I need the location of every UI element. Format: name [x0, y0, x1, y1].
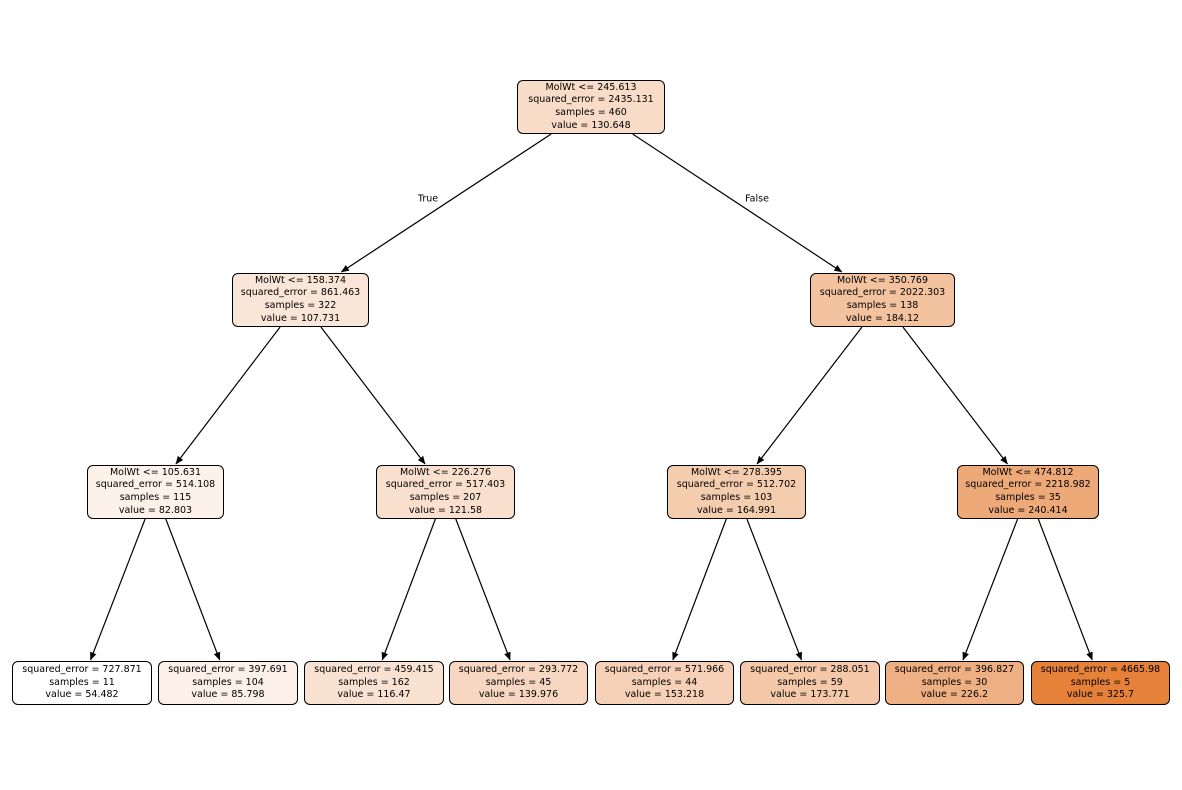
node-squared-error: squared_error = 571.966 [604, 664, 725, 676]
node-squared-error: squared_error = 397.691 [168, 664, 288, 676]
node-squared-error: squared_error = 293.772 [458, 664, 579, 676]
node-squared-error: squared_error = 459.415 [314, 664, 434, 676]
node-value: value = 139.976 [478, 689, 559, 701]
tree-node-right-left: MolWt <= 278.395 squared_error = 512.702… [667, 465, 806, 519]
node-condition: MolWt <= 226.276 [399, 466, 491, 478]
node-samples: samples = 30 [921, 676, 988, 688]
edge-label-true: True [417, 193, 439, 205]
tree-leaf-7: squared_error = 396.827 samples = 30 val… [885, 661, 1024, 705]
tree-node-root: MolWt <= 245.613 squared_error = 2435.13… [517, 80, 665, 134]
tree-edge [962, 518, 1019, 661]
node-value: value = 240.414 [988, 504, 1068, 516]
tree-leaf-2: squared_error = 397.691 samples = 104 va… [158, 661, 298, 705]
node-samples: samples = 103 [700, 492, 773, 503]
node-squared-error: squared_error = 288.051 [750, 664, 870, 676]
node-squared-error: squared_error = 517.403 [385, 479, 506, 491]
tree-node-left-left: MolWt <= 105.631 squared_error = 514.108… [87, 465, 224, 519]
node-squared-error: squared_error = 727.871 [22, 664, 142, 676]
tree-edge [320, 326, 426, 465]
node-condition: MolWt <= 245.613 [545, 81, 637, 93]
node-value: value = 184.12 [845, 312, 920, 324]
tree-leaf-5: squared_error = 571.966 samples = 44 val… [595, 661, 734, 705]
tree-edge [1037, 518, 1093, 661]
node-squared-error: squared_error = 514.108 [95, 479, 216, 491]
node-squared-error: squared_error = 2022.303 [819, 287, 946, 299]
tree-edge [340, 133, 552, 273]
node-value: value = 173.771 [770, 689, 850, 701]
node-squared-error: squared_error = 2435.131 [528, 94, 654, 106]
node-samples: samples = 207 [409, 492, 482, 503]
node-samples: samples = 11 [49, 676, 115, 688]
node-value: value = 121.58 [408, 504, 483, 516]
node-samples: samples = 322 [264, 300, 337, 311]
node-squared-error: squared_error = 396.827 [894, 664, 1015, 676]
tree-node-left: MolWt <= 158.374 squared_error = 861.463… [232, 273, 369, 327]
tree-edge [632, 133, 843, 273]
node-samples: samples = 5 [1070, 676, 1131, 688]
node-samples: samples = 162 [338, 676, 410, 688]
tree-edge [756, 326, 863, 465]
node-condition: MolWt <= 474.812 [982, 466, 1074, 478]
tree-leaf-3: squared_error = 459.415 samples = 162 va… [304, 661, 444, 705]
node-samples: samples = 45 [485, 676, 552, 688]
node-samples: samples = 115 [119, 492, 192, 503]
node-value: value = 226.2 [920, 689, 989, 701]
tree-edge [746, 518, 803, 661]
node-samples: samples = 104 [192, 676, 264, 688]
node-value: value = 130.648 [551, 119, 631, 131]
edge-label-false: False [745, 193, 769, 205]
tree-edge [89, 518, 146, 661]
node-samples: samples = 138 [846, 300, 919, 311]
tree-node-right-right: MolWt <= 474.812 squared_error = 2218.98… [957, 465, 1099, 519]
node-value: value = 107.731 [260, 312, 341, 324]
node-value: value = 325.7 [1066, 689, 1135, 701]
node-condition: MolWt <= 105.631 [109, 466, 201, 478]
node-value: value = 54.482 [45, 689, 119, 701]
node-squared-error: squared_error = 4665.98 [1040, 664, 1161, 676]
tree-edge [381, 518, 436, 661]
node-value: value = 164.991 [696, 504, 777, 516]
node-samples: samples = 35 [995, 492, 1061, 503]
node-condition: MolWt <= 278.395 [690, 466, 782, 478]
node-condition: MolWt <= 350.769 [836, 274, 928, 286]
tree-edge [455, 518, 511, 661]
node-squared-error: squared_error = 2218.982 [965, 479, 1091, 491]
node-condition: MolWt <= 158.374 [254, 274, 346, 286]
node-value: value = 153.218 [624, 689, 705, 701]
tree-edge [902, 326, 1008, 465]
node-value: value = 82.803 [118, 504, 193, 516]
node-value: value = 116.47 [337, 689, 411, 701]
tree-leaf-8: squared_error = 4665.98 samples = 5 valu… [1031, 661, 1170, 705]
tree-leaf-4: squared_error = 293.772 samples = 45 val… [449, 661, 588, 705]
node-samples: samples = 44 [631, 676, 698, 688]
node-samples: samples = 59 [777, 676, 843, 688]
tree-edge [165, 518, 221, 661]
node-samples: samples = 460 [555, 107, 627, 118]
node-squared-error: squared_error = 512.702 [676, 479, 797, 491]
tree-leaf-6: squared_error = 288.051 samples = 59 val… [740, 661, 880, 705]
tree-edge [672, 518, 727, 661]
tree-leaf-1: squared_error = 727.871 samples = 11 val… [12, 661, 152, 705]
tree-node-right: MolWt <= 350.769 squared_error = 2022.30… [810, 273, 955, 327]
tree-node-left-right: MolWt <= 226.276 squared_error = 517.403… [376, 465, 515, 519]
tree-edge [175, 326, 281, 465]
node-value: value = 85.798 [191, 689, 265, 701]
node-squared-error: squared_error = 861.463 [240, 287, 361, 299]
